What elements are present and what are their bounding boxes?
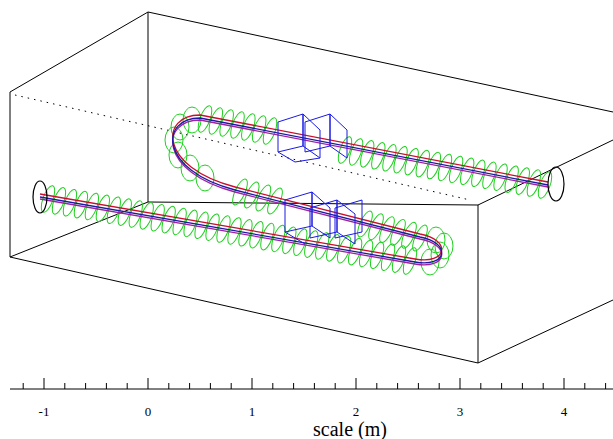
minor-tick	[418, 383, 419, 389]
minor-tick	[501, 383, 502, 389]
minor-tick	[272, 383, 273, 389]
minor-tick	[376, 383, 377, 389]
rf-cavities	[278, 114, 362, 244]
minor-tick	[543, 383, 544, 389]
minor-tick	[293, 383, 294, 389]
minor-tick	[106, 383, 107, 389]
enclosure-box	[10, 12, 613, 363]
minor-tick	[85, 383, 86, 389]
minor-tick	[210, 383, 211, 389]
major-tick	[252, 378, 253, 389]
minor-tick	[231, 383, 232, 389]
major-tick	[564, 378, 565, 389]
major-tick	[460, 378, 461, 389]
scale-number: 2	[353, 405, 360, 418]
scale-number: 0	[145, 405, 152, 418]
solenoid-coil	[265, 186, 286, 216]
major-tick	[148, 378, 149, 389]
minor-tick	[314, 383, 315, 389]
scale-number: -1	[39, 405, 50, 418]
minor-tick	[168, 383, 169, 389]
minor-tick	[23, 383, 24, 389]
major-tick	[44, 378, 45, 389]
minor-tick	[480, 383, 481, 389]
minor-tick	[64, 383, 65, 389]
scale-number: 3	[457, 405, 464, 418]
minor-tick	[522, 383, 523, 389]
minor-tick	[335, 383, 336, 389]
minor-tick	[127, 383, 128, 389]
minor-tick	[397, 383, 398, 389]
beam-trajectories	[40, 115, 548, 265]
minor-tick	[605, 383, 606, 389]
minor-tick	[584, 383, 585, 389]
scale-number: 1	[249, 405, 256, 418]
scale-axis	[10, 378, 613, 389]
scale-number: 4	[561, 405, 568, 418]
solenoid-coil	[181, 155, 199, 181]
end-flanges	[33, 167, 564, 213]
scale-title: scale (m)	[313, 419, 387, 439]
major-tick	[356, 378, 357, 389]
minor-tick	[439, 383, 440, 389]
solenoid-coils	[39, 104, 555, 276]
minor-tick	[189, 383, 190, 389]
